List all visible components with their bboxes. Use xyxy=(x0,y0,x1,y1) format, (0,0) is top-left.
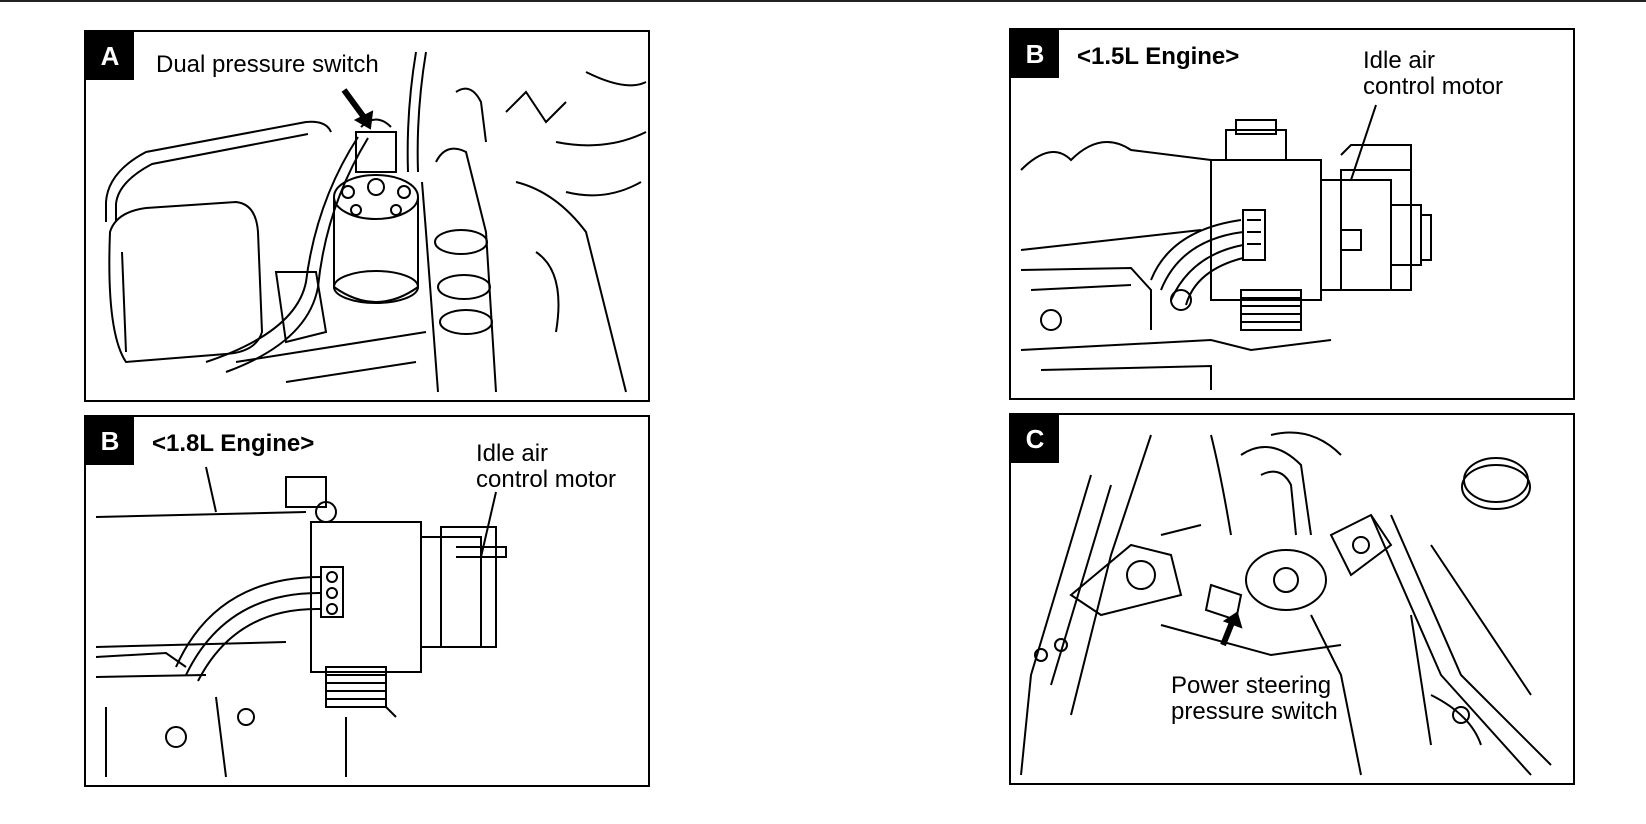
panel-b-1-8l-badge: B xyxy=(86,417,134,465)
panel-b-1-8l-heading: <1.8L Engine> xyxy=(152,430,315,457)
idle-air-control-motor-label-1-8l: Idle air control motor xyxy=(476,441,616,493)
label-line-1: Power steering xyxy=(1171,672,1332,699)
panel-a-badge: A xyxy=(86,32,134,80)
label-line-1: Idle air xyxy=(476,440,549,467)
dual-pressure-switch-label: Dual pressure switch xyxy=(156,51,379,78)
label-line-2: control motor xyxy=(1363,73,1504,100)
panel-b-1-5l-illustration xyxy=(1020,104,1432,390)
panel-b-1-8l: B <1.8L Engine> Idle air control motor xyxy=(84,415,650,787)
panel-b-1-5l: B <1.5L Engine> Idle air control motor xyxy=(1009,28,1575,400)
page-top-rule xyxy=(0,0,1646,2)
label-line-2: control motor xyxy=(476,466,617,493)
panel-b-1-5l-badge: B xyxy=(1011,30,1059,78)
power-steering-pressure-switch-label: Power steering pressure switch xyxy=(1171,673,1338,725)
label-line-2: pressure switch xyxy=(1171,698,1338,725)
panel-a-illustration xyxy=(105,51,647,393)
panel-a: A Dual pressure switch xyxy=(84,30,650,402)
panel-c-illustration xyxy=(1020,431,1552,776)
panel-b-1-8l-illustration xyxy=(95,466,507,778)
label-line-1: Idle air xyxy=(1363,47,1436,74)
idle-air-control-motor-label-1-5l: Idle air control motor xyxy=(1363,48,1503,100)
panel-c: C Power steering pressure switch xyxy=(1009,413,1575,785)
panel-c-badge: C xyxy=(1011,415,1059,463)
panel-b-1-5l-heading: <1.5L Engine> xyxy=(1077,43,1240,70)
